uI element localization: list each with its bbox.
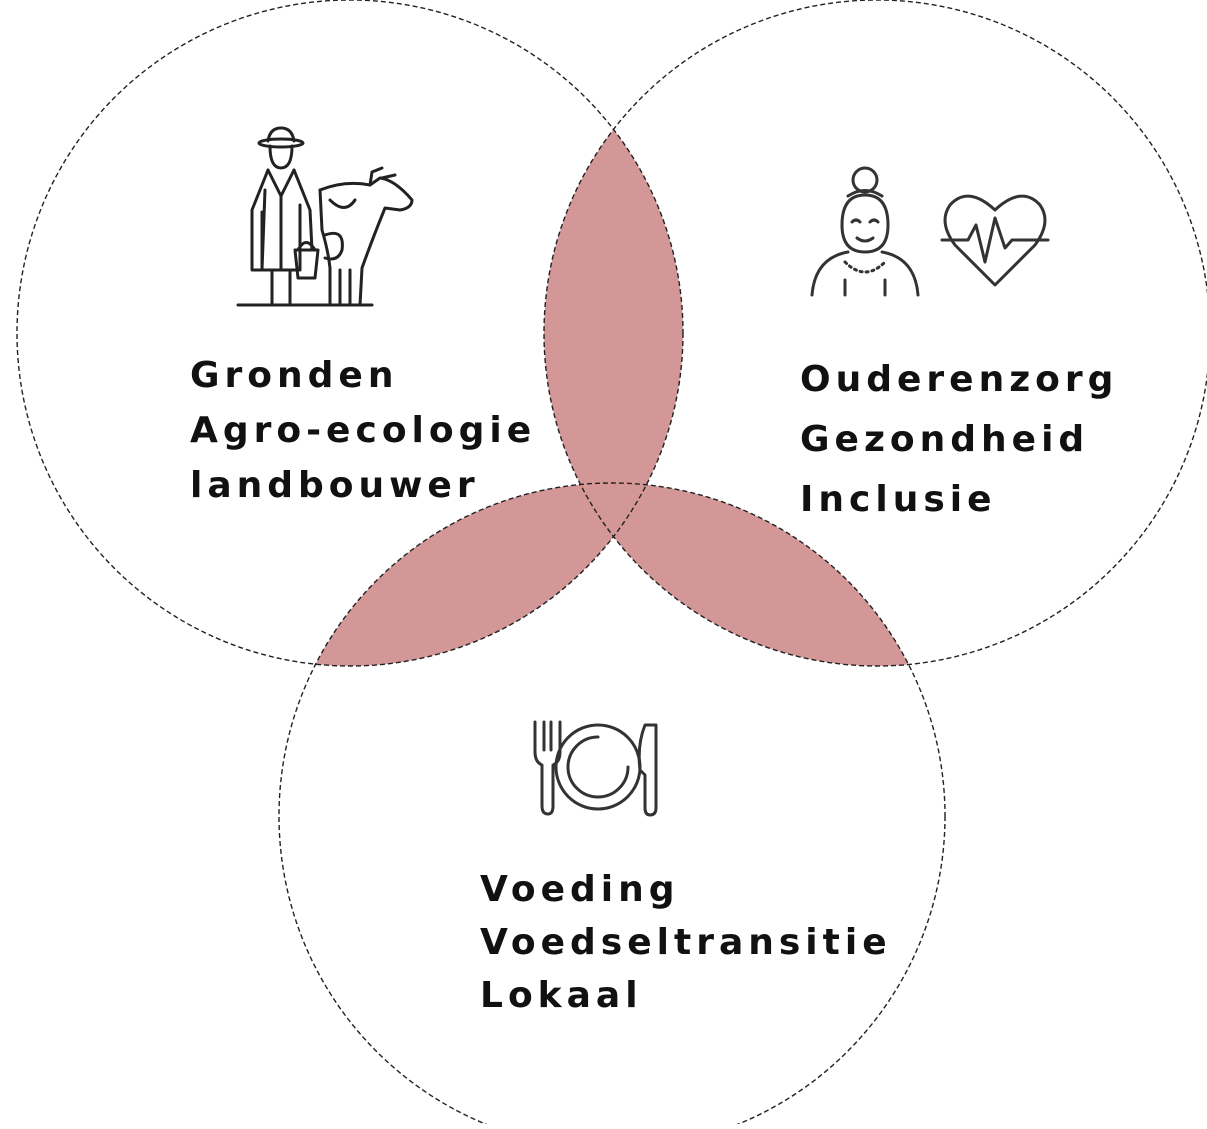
overlap-regions [279,0,945,666]
elderly-woman-icon [810,166,920,297]
label-line: Voedseltransitie [480,922,892,963]
circle-bottom [278,482,946,1129]
circle-left [16,0,684,667]
overlap-left-bottom [279,483,683,666]
label-line: Ouderenzorg [800,359,1119,400]
label-line: Inclusie [800,479,997,520]
label-line: Lokaal [480,975,643,1016]
label-line: Agro-ecologie [190,410,537,451]
label-bottom-circle: Voeding Voedseltransitie Lokaal [480,863,892,1022]
label-right-circle: Ouderenzorg Gezondheid Inclusie [800,350,1118,530]
farmer-with-cow-icon [236,126,414,307]
heart-pulse-icon [940,194,1050,287]
label-left-circle: Gronden Agro-ecologie landbouwer [190,348,536,513]
circle-right [543,0,1207,667]
overlap-right-bottom [544,483,945,666]
label-line: Gronden [190,355,399,396]
label-line: landbouwer [190,465,480,506]
label-line: Voeding [480,869,680,910]
label-line: Gezondheid [800,419,1090,460]
plate-fork-knife-icon [533,720,658,817]
